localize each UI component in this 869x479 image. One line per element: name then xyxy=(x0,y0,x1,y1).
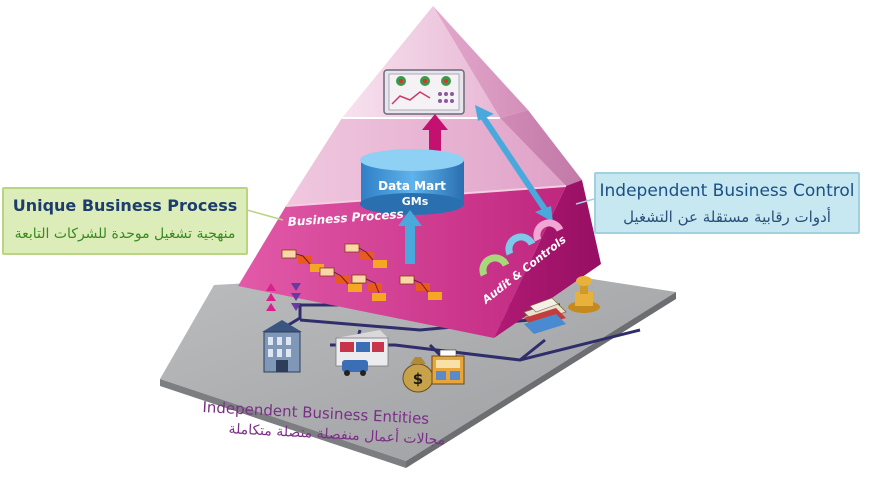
base-platform-edge-right xyxy=(406,292,676,468)
data-mart-cylinder-icon: Data Mart GMs xyxy=(360,149,464,215)
arc-icon xyxy=(479,219,564,277)
up-arrow-icon xyxy=(266,283,276,311)
business-process-band xyxy=(238,186,566,338)
flowchart-icon xyxy=(344,243,387,268)
callout-subtitle: منهجية تشغيل موحدة للشركات التابعة xyxy=(14,226,236,242)
callout-connector xyxy=(575,198,595,205)
up-arrow-icon xyxy=(398,210,422,264)
building-icon xyxy=(262,320,302,373)
callout-subtitle: أدوات رقابية مستقلة عن التشغيل xyxy=(623,208,831,226)
flowchart-icon xyxy=(319,267,362,292)
data-mart-sublabel: GMs xyxy=(402,195,429,208)
callout-title: Unique Business Process xyxy=(12,196,238,215)
double-arrow-icon xyxy=(475,105,553,222)
flowchart-icon xyxy=(399,275,442,300)
audit-controls-band xyxy=(494,180,601,338)
base-platform-edge xyxy=(160,379,406,468)
callout-connector xyxy=(246,209,284,221)
callout-title: Independent Business Control xyxy=(599,181,855,201)
pyramid-top-side xyxy=(433,6,528,118)
money-bag-icon: $ xyxy=(402,357,434,393)
stamp-icon xyxy=(568,276,600,313)
down-arrow-icon xyxy=(291,283,301,311)
svg-text:$: $ xyxy=(413,370,423,388)
books-icon xyxy=(523,297,567,334)
pyramid-middle-side xyxy=(500,110,582,186)
dashboard-monitor-icon xyxy=(383,69,465,115)
truck-icon xyxy=(431,349,465,385)
flowchart-icon xyxy=(281,249,324,272)
independent-business-control-callout: Independent Business Control أدوات رقابي… xyxy=(594,172,860,234)
data-mart-label: Data Mart xyxy=(378,179,446,193)
factory-icon xyxy=(335,330,389,376)
unique-business-process-callout: Unique Business Process منهجية تشغيل موح… xyxy=(2,187,248,255)
flowchart-icon xyxy=(351,274,386,301)
